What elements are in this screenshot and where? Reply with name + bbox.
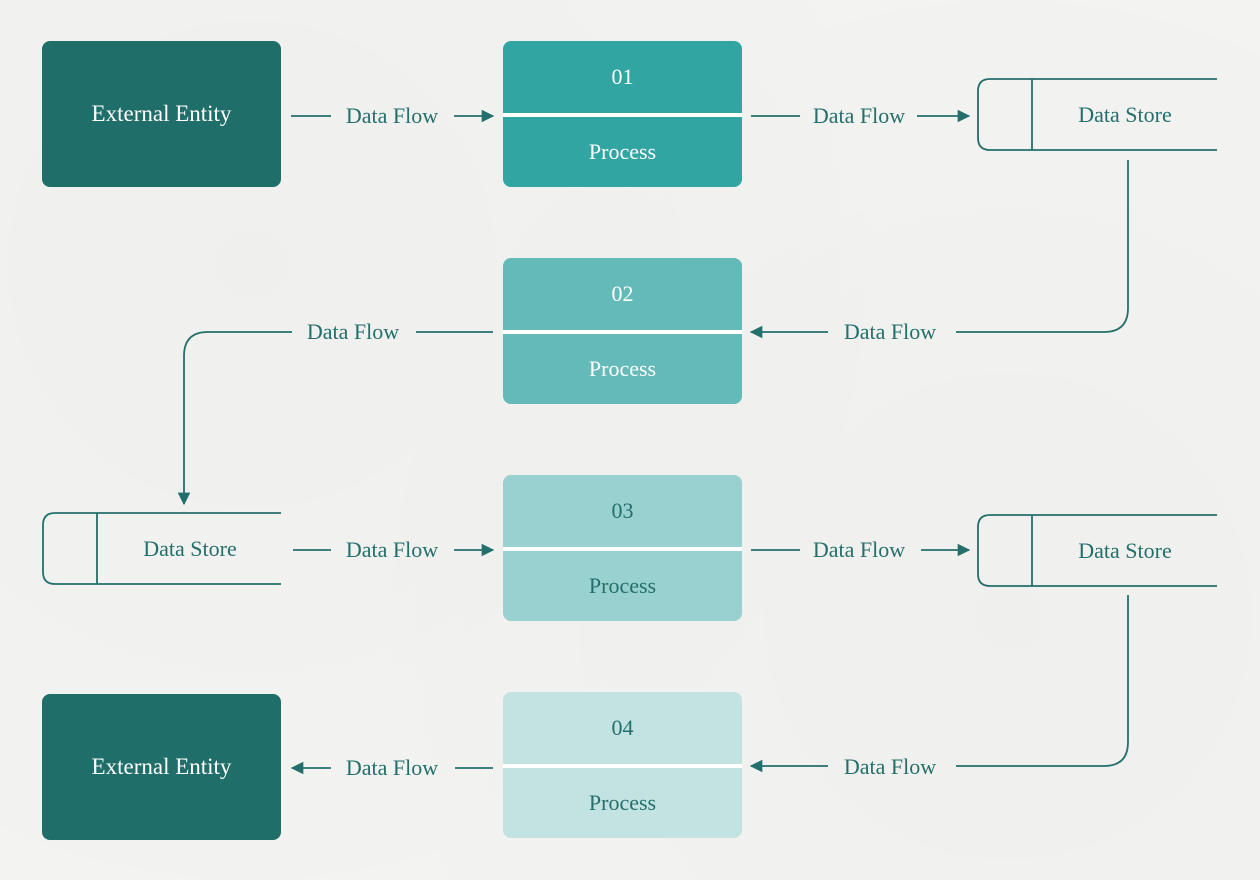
process-04[interactable]: 04 Process: [503, 692, 742, 838]
data-store-2-shape: [42, 512, 281, 585]
process-03-number: 03: [611, 498, 634, 523]
process-01-label: Process: [588, 139, 657, 164]
flow-label-8: Data Flow: [345, 755, 439, 780]
flow-label-5: Data Flow: [345, 537, 439, 562]
process-04-divider: [503, 764, 742, 768]
process-03[interactable]: 03 Process: [503, 475, 742, 621]
process-01-divider: [503, 113, 742, 117]
data-store-1-label: Data Store: [1078, 102, 1172, 127]
process-03-divider: [503, 547, 742, 551]
flow-line-7a: [956, 595, 1129, 767]
external-entity-1[interactable]: External Entity: [42, 41, 281, 187]
external-entity-1-label: External Entity: [91, 101, 232, 126]
flow-label-6: Data Flow: [812, 537, 906, 562]
data-store-1-shape: [977, 78, 1217, 151]
external-entity-2-label: External Entity: [91, 754, 232, 779]
flow-label-7: Data Flow: [843, 754, 937, 779]
data-store-3-label: Data Store: [1078, 538, 1172, 563]
flow-label-4: Data Flow: [306, 319, 400, 344]
process-03-label: Process: [588, 573, 657, 598]
data-store-2-label: Data Store: [143, 536, 237, 561]
flow-line-3a: [956, 160, 1129, 333]
flow-line-4b: [177, 331, 292, 506]
external-entity-2[interactable]: External Entity: [42, 694, 281, 840]
process-02[interactable]: 02 Process: [503, 258, 742, 404]
process-02-number: 02: [611, 281, 634, 306]
process-02-label: Process: [588, 356, 657, 381]
flow-label-2: Data Flow: [812, 103, 906, 128]
process-01[interactable]: 01 Process: [503, 41, 742, 187]
flow-label-3: Data Flow: [843, 319, 937, 344]
flow-label-1: Data Flow: [345, 103, 439, 128]
process-02-divider: [503, 330, 742, 334]
process-04-number: 04: [611, 715, 634, 740]
data-store-3-shape: [977, 514, 1217, 587]
process-01-number: 01: [611, 64, 634, 89]
process-04-label: Process: [588, 790, 657, 815]
